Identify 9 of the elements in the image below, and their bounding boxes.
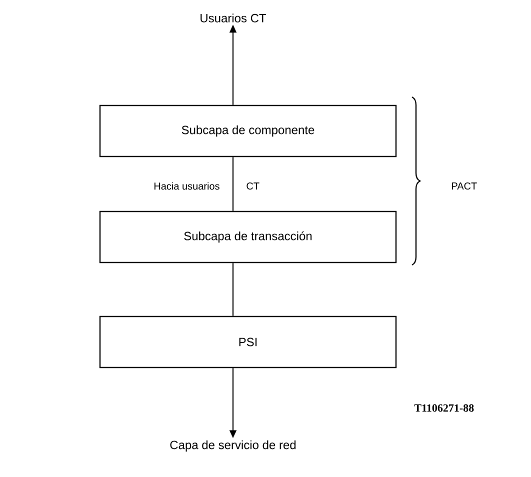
layer-box: Subcapa de componente — [99, 104, 397, 158]
line-label: Hacia usuarios — [154, 182, 220, 190]
layer-box: Subcapa de transacción — [99, 210, 397, 264]
figure-number: T1106271-88 — [414, 404, 474, 412]
layer-box: PSI — [99, 316, 397, 368]
line-label: CT — [246, 182, 260, 190]
endpoint-label: Usuarios CT — [200, 14, 266, 22]
endpoint-label: Capa de servicio de red — [170, 440, 296, 452]
brace-label: PACT — [452, 182, 477, 190]
